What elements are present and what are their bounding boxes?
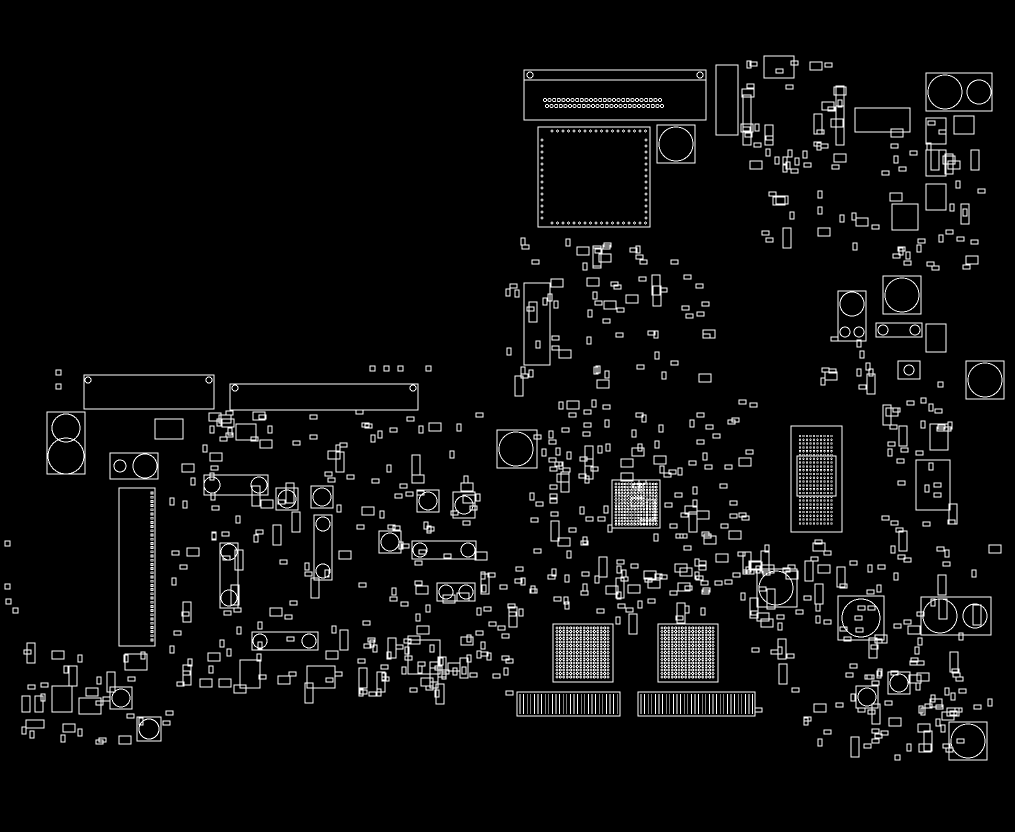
right-vertical-resistor-arrays xyxy=(715,64,845,146)
left-small-chips xyxy=(21,418,476,742)
top-round-standoff xyxy=(656,124,696,164)
left-long-slot-connector xyxy=(118,487,156,647)
top-right-header xyxy=(854,107,911,133)
center-bga-chip xyxy=(611,479,661,529)
memory-chip xyxy=(790,425,843,533)
left-mid-connector xyxy=(523,282,551,366)
left-oscillator xyxy=(109,452,159,480)
scattered-small-components xyxy=(4,60,1002,761)
top-edge-connector xyxy=(523,69,707,121)
left-dual-mount xyxy=(46,411,86,475)
left-top-connector-b xyxy=(229,383,419,411)
lower-bga-chip-right xyxy=(657,623,719,683)
right-side-chip xyxy=(915,459,951,511)
top-right-mount-double xyxy=(925,72,993,112)
bottom-edge-connectors xyxy=(516,691,756,717)
left-top-connector-a xyxy=(83,374,215,410)
right-mount-holes xyxy=(756,55,1005,761)
main-processor-chip xyxy=(537,126,651,228)
crystal-oscillators xyxy=(203,474,477,651)
center-left-mount xyxy=(496,429,538,469)
lower-bga-chip-left xyxy=(552,623,614,683)
